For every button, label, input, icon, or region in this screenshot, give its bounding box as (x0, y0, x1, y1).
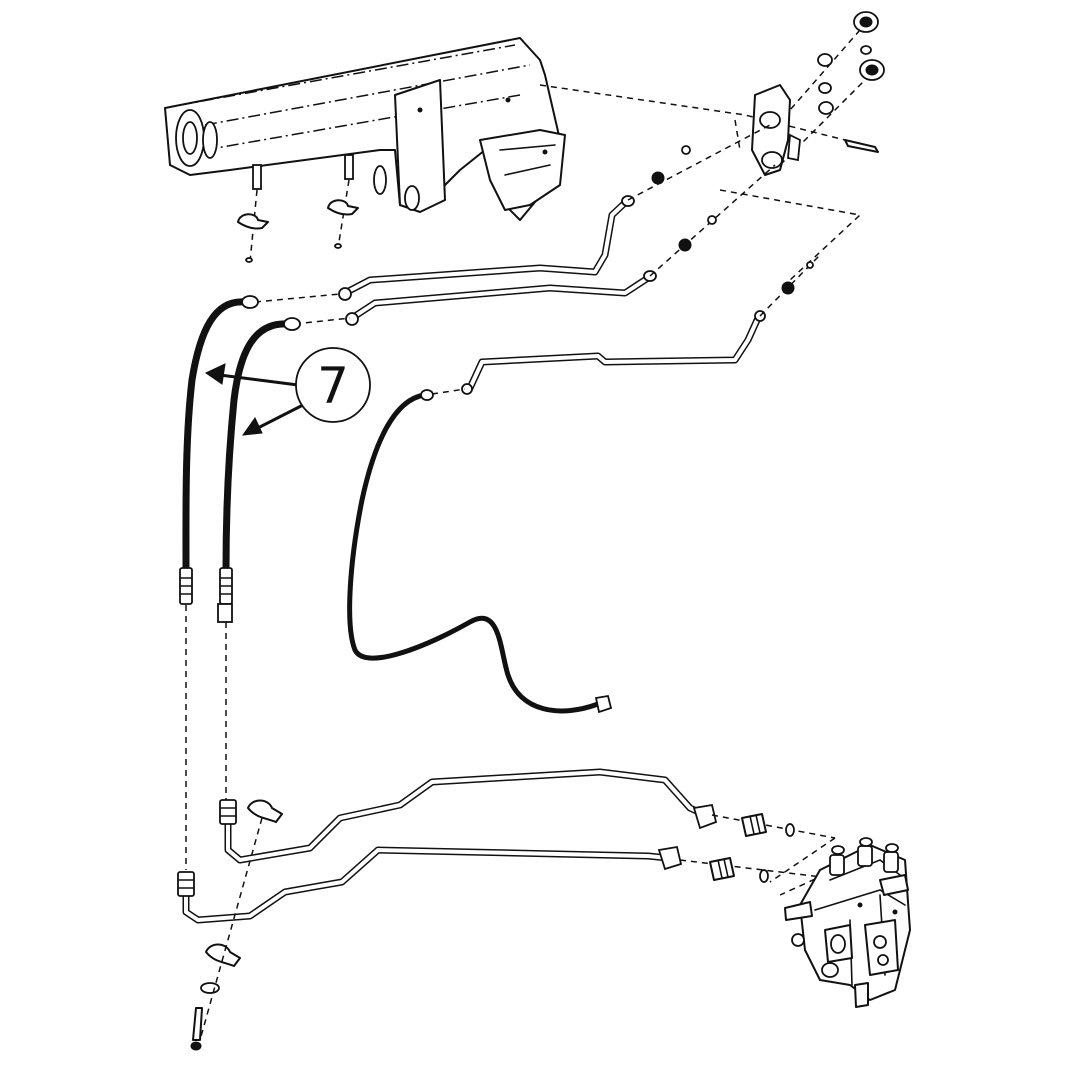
o-ring (818, 101, 834, 115)
tube-nut (219, 799, 237, 825)
stud (344, 154, 354, 180)
hose-2 (222, 320, 292, 574)
hose-clip (237, 213, 269, 230)
callout-circle (295, 347, 371, 423)
callout-7: 7 (205, 347, 371, 436)
tube-clamp (247, 799, 283, 823)
hose-end-nut (217, 603, 233, 623)
washer (200, 982, 220, 994)
callout-label: 7 (317, 357, 349, 415)
tube-clamp (205, 943, 241, 967)
hose-clip (327, 199, 359, 216)
upper-right-fittings (539, 11, 885, 281)
hose-1 (182, 298, 248, 574)
tube-nut (692, 803, 718, 830)
upper-tubes (338, 124, 821, 395)
tube-nut (345, 312, 359, 326)
swivel-block (751, 84, 791, 176)
bolt (192, 1007, 203, 1041)
tube-nut (338, 287, 352, 301)
callout-7-hoses (179, 293, 351, 623)
tube-nut (657, 845, 683, 871)
boom-arm (164, 37, 566, 263)
stud (252, 164, 262, 190)
hose-end-fitting (594, 694, 613, 714)
middle-hose (347, 388, 613, 714)
long-hose (347, 392, 601, 714)
o-ring (759, 869, 769, 883)
tube-nut (461, 383, 473, 395)
bolt (844, 139, 879, 153)
tube-nut (177, 871, 195, 897)
o-ring (817, 53, 833, 67)
lower-tubes (177, 605, 718, 1051)
control-valve-assembly (679, 813, 911, 1008)
o-ring (785, 823, 795, 837)
